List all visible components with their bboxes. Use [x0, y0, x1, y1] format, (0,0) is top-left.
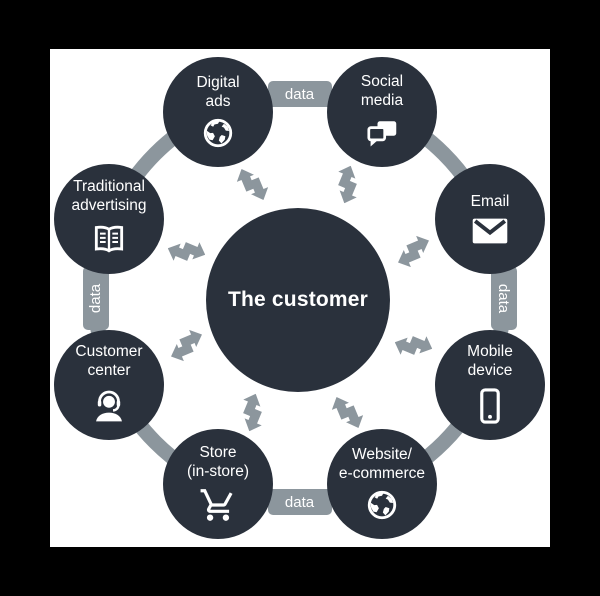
node-label: Social media [360, 72, 404, 109]
data-chip-top: data [267, 81, 332, 107]
globe-icon [367, 491, 397, 520]
node-label: Store (in-store) [186, 443, 249, 480]
bidirectional-arrow [331, 396, 363, 428]
node-label: Mobile device [467, 342, 513, 379]
node-customer-center: Customer center [54, 330, 164, 440]
node-store: Store (in-store) [163, 429, 273, 539]
node-label: Website/ e-commerce [338, 445, 426, 482]
node-website-ecommerce: Website/ e-commerce [327, 429, 437, 539]
bidirectional-arrow [236, 168, 268, 200]
node-label: Traditional advertising [71, 177, 147, 214]
node-label: Email [470, 193, 510, 211]
data-chip-label: data [495, 283, 513, 313]
node-traditional-advertising: Traditional advertising [54, 164, 164, 274]
node-digital-ads: Digital ads [163, 57, 273, 167]
bidirectional-arrow [167, 241, 205, 261]
globe-icon [203, 119, 233, 148]
node-social-media: Social media [327, 57, 437, 167]
data-chip-label: data [284, 85, 315, 103]
data-chip-label: data [284, 493, 315, 511]
smartphone-icon [480, 388, 500, 425]
data-chip-right: data [490, 266, 517, 330]
bidirectional-arrow [242, 393, 262, 431]
customer-touchpoints-diagram: data data data data The customer Digital… [50, 49, 550, 547]
bidirectional-arrow [170, 329, 202, 361]
bidirectional-arrow [397, 235, 429, 267]
node-mobile-device: Mobile device [435, 330, 545, 440]
bidirectional-arrow [394, 335, 432, 355]
node-label: Digital ads [196, 73, 240, 110]
node-label: Customer center [75, 342, 143, 379]
center-node-customer: The customer [206, 208, 390, 392]
newspaper-icon [94, 226, 124, 253]
envelope-icon [472, 218, 508, 244]
bidirectional-arrow [337, 165, 357, 203]
data-chip-label: data [87, 283, 105, 313]
data-chip-bottom: data [267, 489, 332, 515]
shopping-cart-icon [200, 489, 233, 522]
data-chip-left: data [82, 266, 109, 330]
node-email: Email [435, 164, 545, 274]
speech-bubbles-icon [367, 121, 397, 147]
headset-agent-icon [96, 391, 122, 422]
center-label: The customer [227, 288, 369, 311]
